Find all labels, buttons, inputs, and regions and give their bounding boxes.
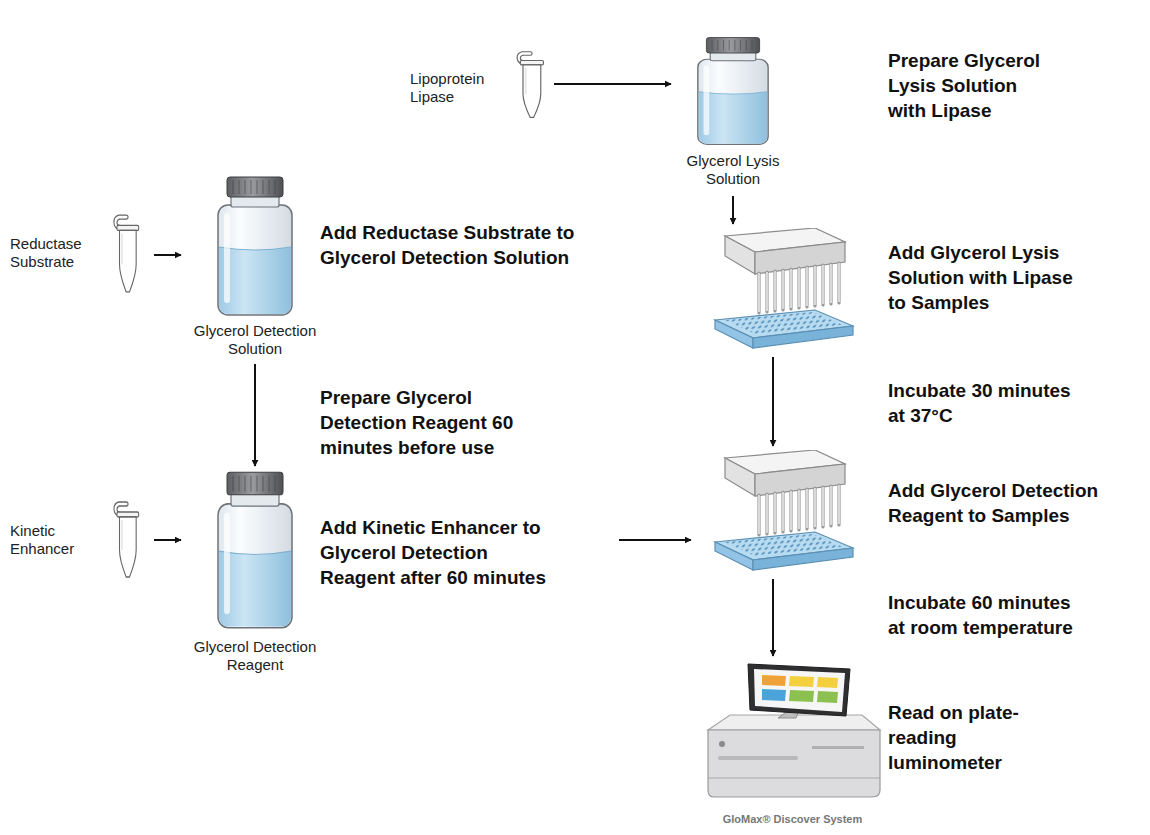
step-text: Add Glycerol Detection Reagent to Sample… (888, 478, 1133, 528)
workflow-item: Glycerol Detection Reagent Add Kinetic En… (185, 470, 615, 685)
item-caption: Reductase Substrate (10, 235, 100, 271)
step-label: Incubate 30 minutes at 37°C (888, 378, 1088, 428)
item-caption: Lipoprotein Lipase (410, 70, 500, 106)
tube-icon (517, 52, 543, 118)
workflow-item: Add Glycerol Lysis Solution with Lipase … (695, 228, 855, 353)
flow-arrow (154, 254, 181, 256)
flow-arrow (254, 364, 256, 466)
tube-icon (114, 215, 139, 292)
flow-arrow (772, 579, 774, 656)
bottle-icon (218, 177, 292, 315)
step-text: Read on plate-reading luminometer (888, 700, 1063, 775)
workflow-item: Glycerol Detection SolutionAdd Reductase… (185, 175, 325, 360)
step-text: Prepare Glycerol Lysis Solution with Lip… (888, 48, 1058, 123)
item-caption: Glycerol Detection Reagent (185, 638, 325, 674)
step-text: Add Kinetic Enhancer to Glycerol Detecti… (320, 515, 565, 590)
item-caption: Glycerol Lysis Solution (675, 152, 791, 188)
pipette-plate (715, 228, 853, 348)
luminometer (708, 664, 880, 797)
workflow-item: Kinetic Enhancer (5, 500, 150, 580)
pipette-plate (715, 450, 853, 570)
step-text: Add Reductase Substrate to Glycerol Dete… (320, 220, 600, 270)
workflow-item: Add Glycerol Detection Reagent to Sample… (695, 450, 855, 575)
tube-icon (114, 502, 139, 577)
flow-arrow (554, 83, 671, 85)
item-caption: Kinetic Enhancer (10, 522, 100, 558)
item-caption: GloMax® Discover System (700, 813, 885, 826)
workflow-item: GloMax® Discover SystemRead on plate-rea… (700, 660, 885, 832)
flow-arrow (732, 196, 734, 224)
workflow-item: Lipoprotein Lipase (405, 50, 550, 122)
bottle-icon (218, 472, 292, 627)
step-label: Incubate 60 minutes at room temperature (888, 590, 1088, 640)
step-text: Add Glycerol Lysis Solution with Lipase … (888, 240, 1088, 315)
bottle-icon (698, 38, 768, 145)
flow-arrow (772, 357, 774, 446)
workflow-item: Reductase Substrate (5, 213, 150, 298)
item-caption: Glycerol Detection Solution (185, 322, 325, 358)
step-label: Prepare Glycerol Detection Reagent 60 mi… (320, 385, 525, 460)
workflow-item: Glycerol Lysis SolutionPrepare Glycerol … (675, 36, 791, 192)
flow-arrow (619, 539, 691, 541)
flow-arrow (154, 539, 181, 541)
